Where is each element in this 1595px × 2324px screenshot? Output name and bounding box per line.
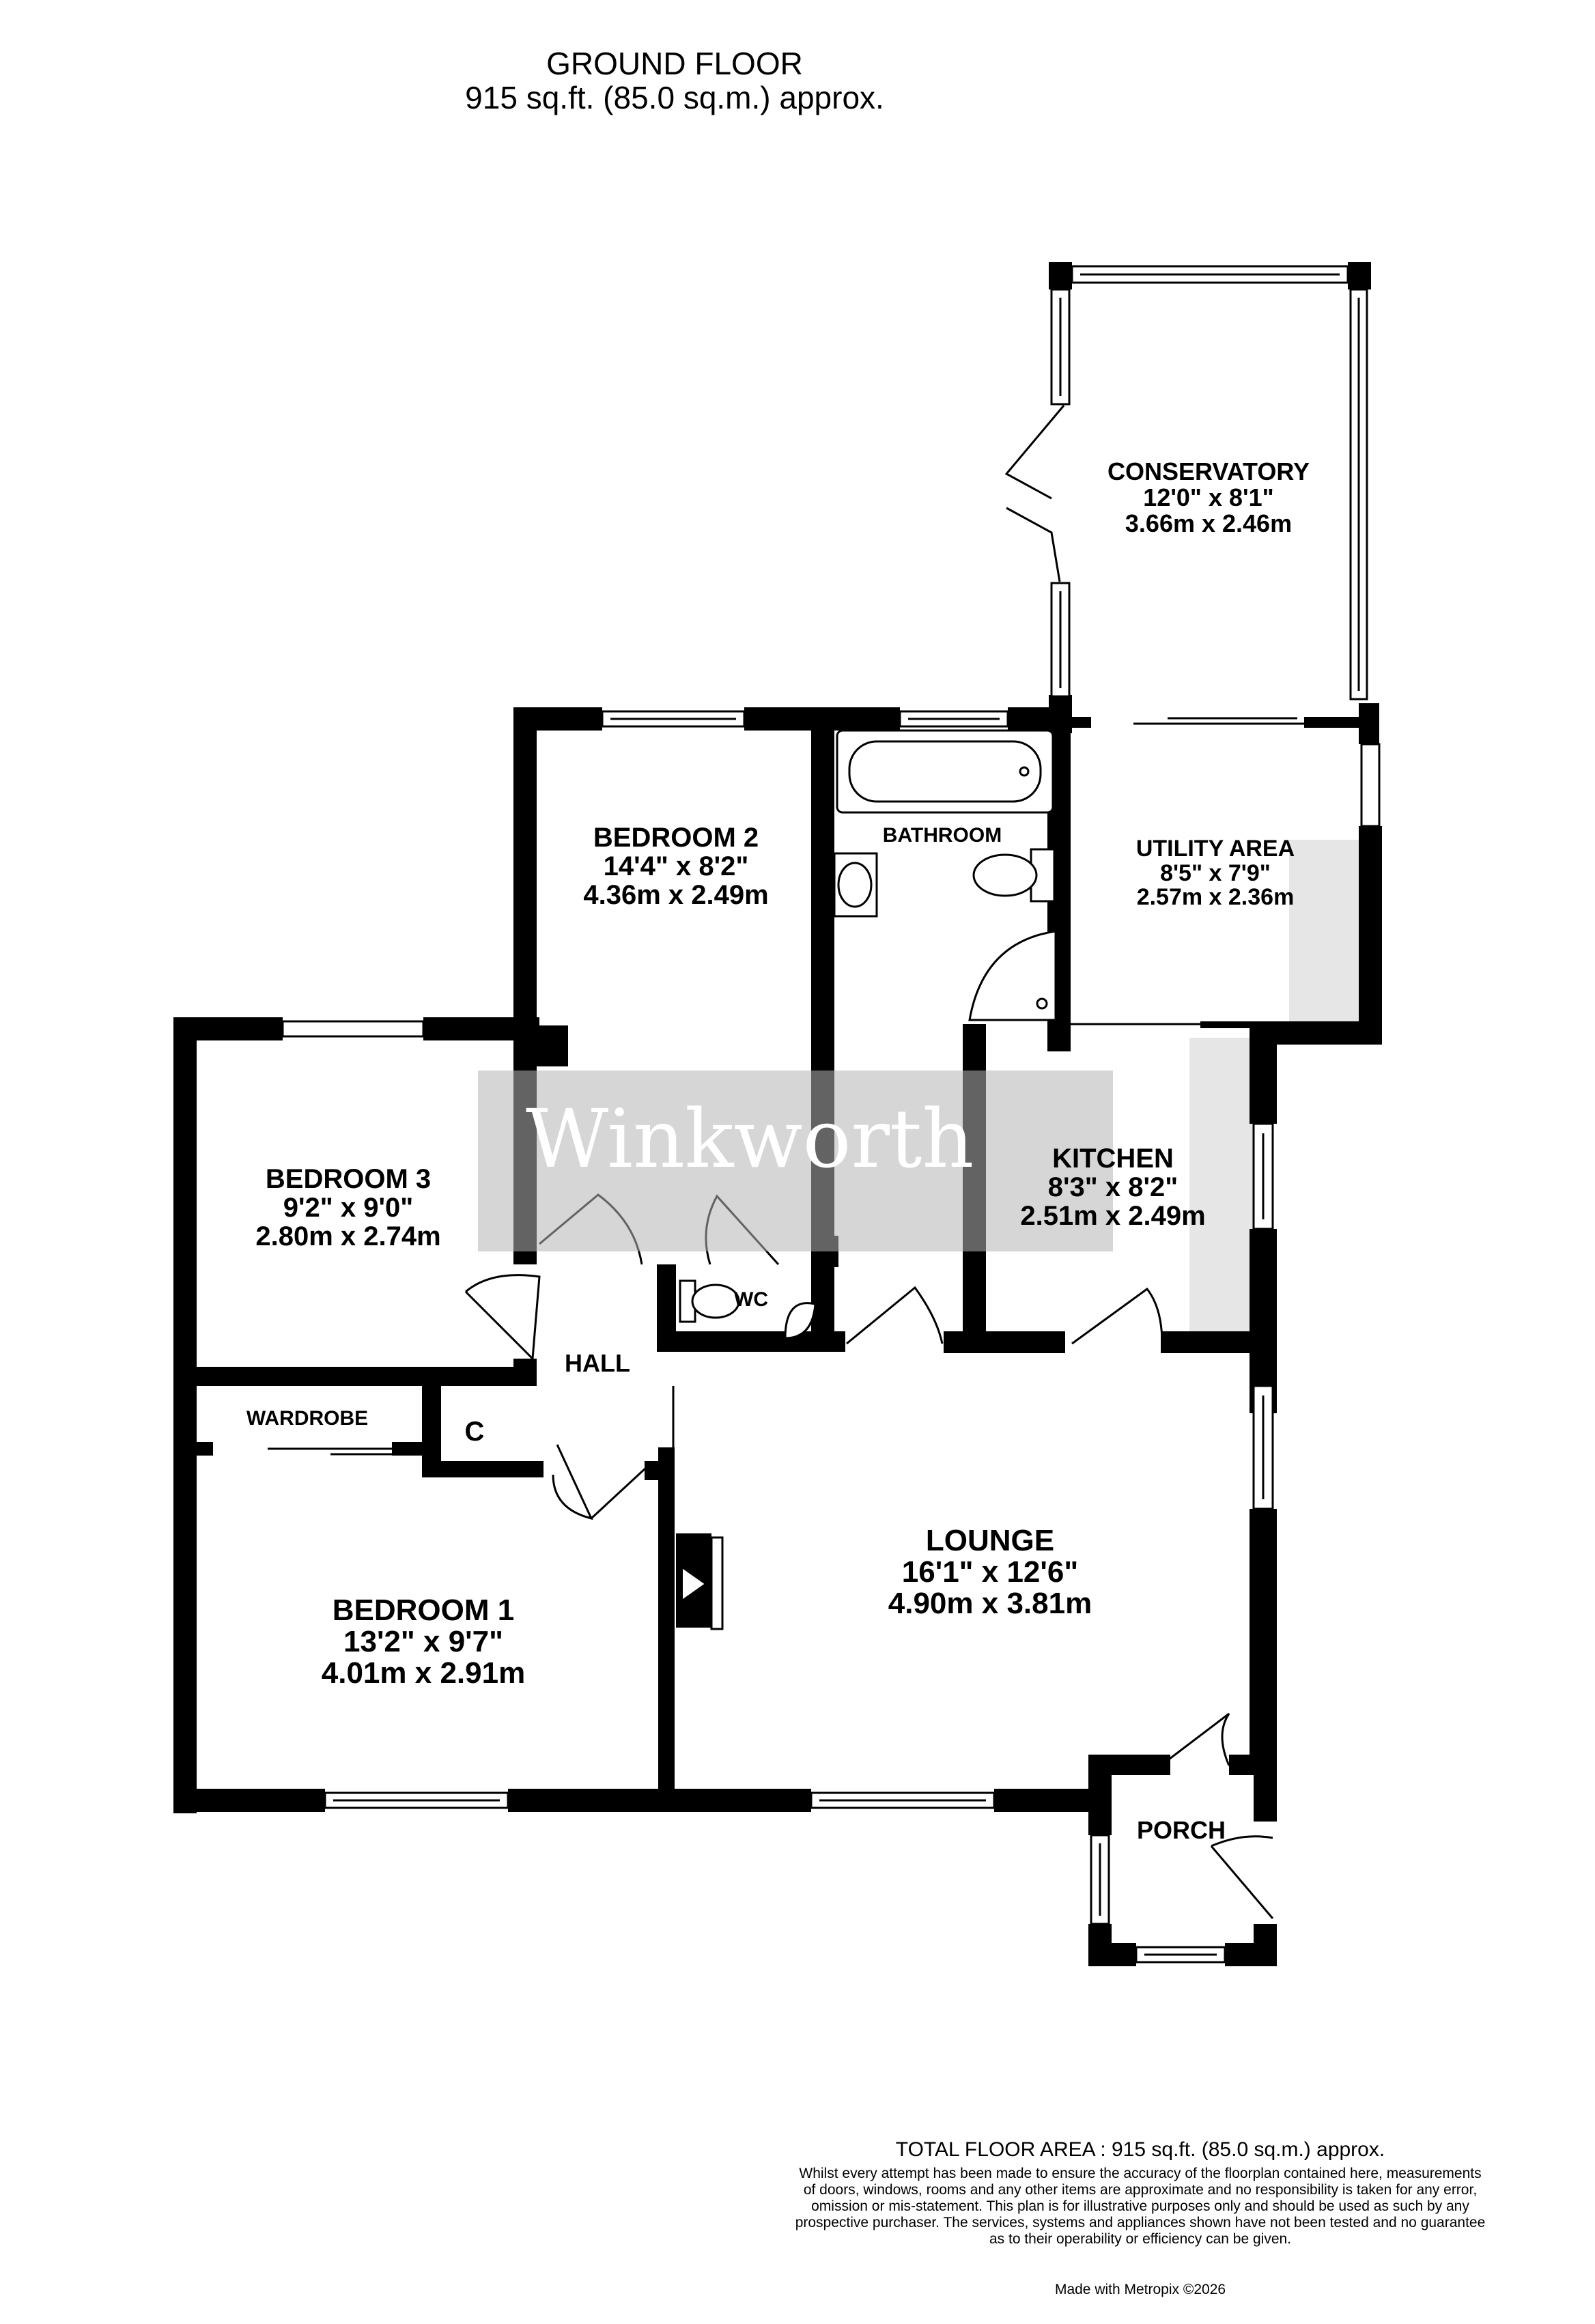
room-lounge: LOUNGE 16'1" x 12'6" 4.90m x 3.81m: [806, 1525, 1174, 1620]
room-utility: UTILITY AREA 8'5" x 7'9" 2.57m x 2.36m: [1079, 836, 1352, 911]
room-conservatory: CONSERVATORY 12'0" x 8'1" 3.66m x 2.46m: [1065, 459, 1352, 536]
room-imperial: 14'4" x 8'2": [603, 851, 749, 881]
room-cupboard: C: [451, 1417, 498, 1446]
disclaimer-line: prospective purchaser. The services, sys…: [795, 2215, 1486, 2230]
floor-area: 915 sq.ft. (85.0 sq.m.) approx.: [465, 80, 884, 115]
room-hall: HALL: [546, 1350, 649, 1376]
bathtub-icon: [836, 729, 1054, 814]
room-imperial: 8'3" x 8'2": [1047, 1172, 1178, 1202]
room-metric: 4.36m x 2.49m: [583, 880, 769, 910]
room-name: C: [464, 1417, 485, 1447]
disclaimer-line: Whilst every attempt has been made to en…: [799, 2166, 1482, 2181]
disclaimer-line: of doors, windows, rooms and any other i…: [803, 2182, 1478, 2198]
basin-icon: [833, 852, 878, 918]
floor-title: GROUND FLOOR: [546, 46, 803, 81]
windows: [281, 265, 1381, 1964]
wc-toilet-icon: [679, 1279, 740, 1323]
room-name: WARDROBE: [246, 1407, 369, 1430]
shower-icon: [968, 930, 1057, 1021]
agency-watermark: Winkworth: [478, 1071, 1113, 1251]
room-name: PORCH: [1136, 1816, 1226, 1844]
doors: [464, 405, 1305, 1919]
disclaimer-line: as to their operability or efficiency ca…: [989, 2231, 1292, 2247]
room-wc: WC: [724, 1289, 778, 1311]
room-bedroom-1: BEDROOM 1 13'2" x 9'7" 4.01m x 2.91m: [273, 1593, 574, 1690]
room-imperial: 13'2" x 9'7": [343, 1625, 503, 1659]
room-metric: 4.90m x 3.81m: [888, 1587, 1092, 1621]
room-imperial: 16'1" x 12'6": [901, 1555, 1079, 1589]
room-wardrobe: WARDROBE: [205, 1408, 410, 1430]
room-imperial: 9'2" x 9'0": [283, 1193, 414, 1223]
made-with: Made with Metropix ©2026: [1054, 2282, 1226, 2297]
room-bedroom-3: BEDROOM 3 9'2" x 9'0" 2.80m x 2.74m: [205, 1165, 492, 1251]
room-name: LOUNGE: [925, 1524, 1055, 1557]
room-metric: 2.51m x 2.49m: [1020, 1201, 1206, 1231]
fireplace-icon: [682, 1536, 724, 1630]
wc-basin-icon: [784, 1302, 817, 1340]
disclaimer: Whilst every attempt has been made to en…: [744, 2166, 1536, 2248]
kitchen-shade: [1189, 1038, 1256, 1344]
room-porch: PORCH: [1120, 1817, 1243, 1843]
room-bedroom-2: BEDROOM 2 14'4" x 8'2" 4.36m x 2.49m: [539, 823, 813, 909]
room-metric: 4.01m x 2.91m: [321, 1656, 526, 1690]
total-floor-area: TOTAL FLOOR AREA : 915 sq.ft. (85.0 sq.m…: [895, 2138, 1385, 2161]
room-name: BEDROOM 2: [593, 823, 759, 853]
room-name: CONSERVATORY: [1107, 457, 1310, 485]
room-name: WC: [734, 1288, 768, 1311]
disclaimer-line: omission or mis-statement. This plan is …: [811, 2198, 1469, 2214]
room-name: BATHROOM: [882, 824, 1002, 847]
toilet-icon: [972, 848, 1056, 903]
room-name: BEDROOM 1: [332, 1593, 515, 1627]
room-name: KITCHEN: [1052, 1144, 1174, 1174]
room-metric: 3.66m x 2.46m: [1125, 509, 1293, 537]
utility-shade: [1289, 840, 1370, 1025]
room-name: HALL: [565, 1349, 630, 1377]
room-name: BEDROOM 3: [265, 1164, 432, 1194]
room-kitchen: KITCHEN 8'3" x 8'2" 2.51m x 2.49m: [983, 1144, 1243, 1230]
room-imperial: 8'5" x 7'9": [1160, 860, 1271, 886]
room-name: UTILITY AREA: [1135, 836, 1295, 862]
room-metric: 2.80m x 2.74m: [255, 1221, 441, 1251]
room-metric: 2.57m x 2.36m: [1136, 884, 1295, 911]
room-imperial: 12'0" x 8'1": [1143, 483, 1274, 511]
room-bathroom: BATHROOM: [860, 825, 1024, 847]
